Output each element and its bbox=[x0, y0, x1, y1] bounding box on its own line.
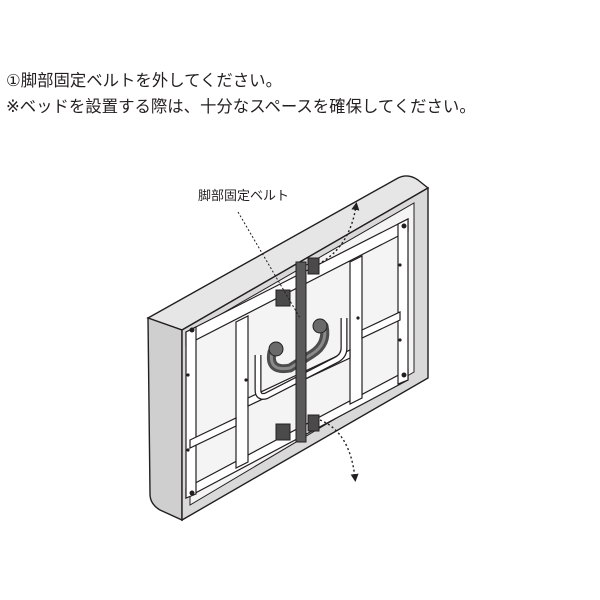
callout-label-leg-belt: 脚部固定ベルト bbox=[198, 188, 289, 204]
callout-leader-line bbox=[237, 211, 301, 319]
instruction-step-1: ①脚部固定ベルトを外してください。 bbox=[6, 71, 282, 90]
instructions: ①脚部固定ベルトを外してください。 ※ベッドを設置する際は、十分なスペースを確保… bbox=[6, 68, 598, 120]
frame-screws bbox=[186, 223, 407, 496]
release-arrow-down bbox=[319, 419, 359, 482]
bed-frame-top-face bbox=[146, 175, 430, 331]
instruction-note: ※ベッドを設置する際は、十分なスペースを確保してください。 bbox=[6, 97, 476, 116]
bed-frame-left-face bbox=[147, 317, 183, 522]
leg-fixing-belt bbox=[275, 257, 320, 443]
release-arrow-up bbox=[321, 202, 360, 263]
